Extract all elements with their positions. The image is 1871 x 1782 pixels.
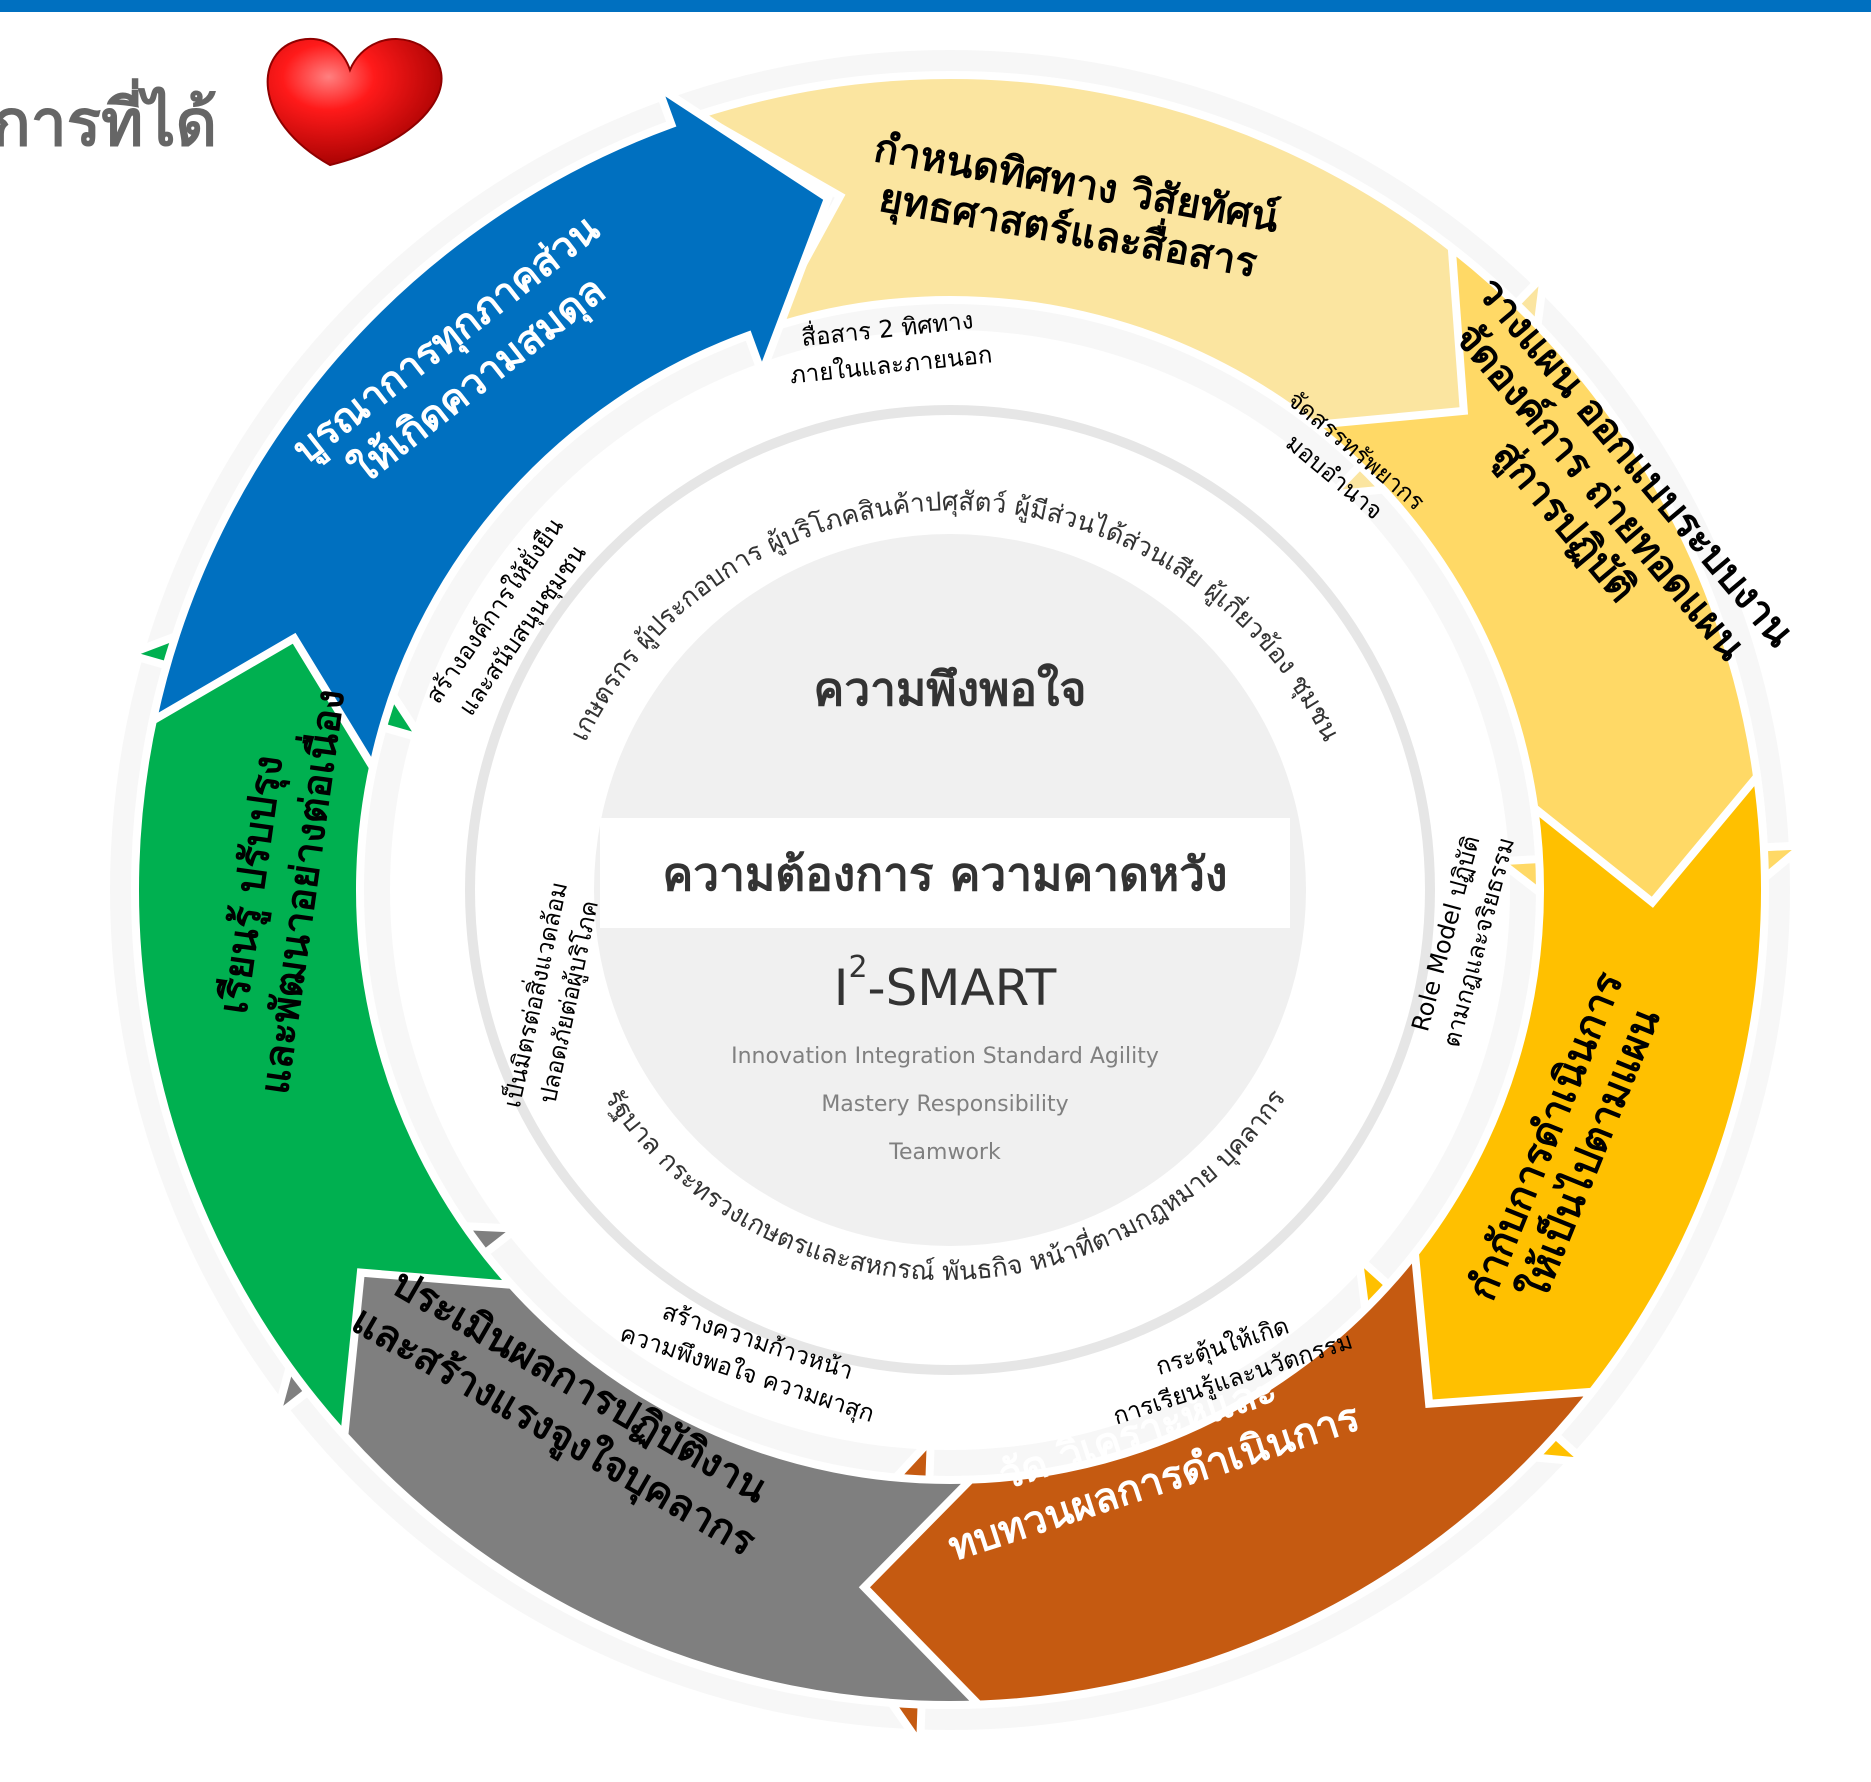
- heart-icon: [266, 37, 443, 167]
- arrow-control: [1353, 767, 1769, 1468]
- center-needs-band: [600, 818, 1290, 928]
- brand-i: I: [834, 959, 849, 1017]
- arrow-plan: [1302, 239, 1816, 981]
- center-brand: I2-SMART: [834, 950, 1057, 1017]
- arrow-evaluate: [269, 1215, 988, 1709]
- page-title: การที่ได้: [0, 87, 217, 161]
- arrow-learn: [115, 577, 522, 1445]
- center-needs: ความต้องการ ความคาดหวัง: [663, 847, 1228, 901]
- center-values-line1: Innovation Integration Standard Agility: [731, 1044, 1159, 1069]
- brand-smart: -SMART: [868, 959, 1057, 1017]
- brand-superscript: 2: [848, 950, 867, 985]
- arrows-group: [115, 70, 1816, 1757]
- center-values-line2: Mastery Responsibility: [821, 1092, 1068, 1117]
- center-satisfaction: ความพึงพอใจ: [814, 662, 1087, 716]
- top-accent-bar: [0, 0, 1871, 12]
- arrow-balance: [147, 76, 833, 778]
- center-values-line3: Teamwork: [888, 1140, 1001, 1165]
- arrow-measure: [798, 1242, 1601, 1757]
